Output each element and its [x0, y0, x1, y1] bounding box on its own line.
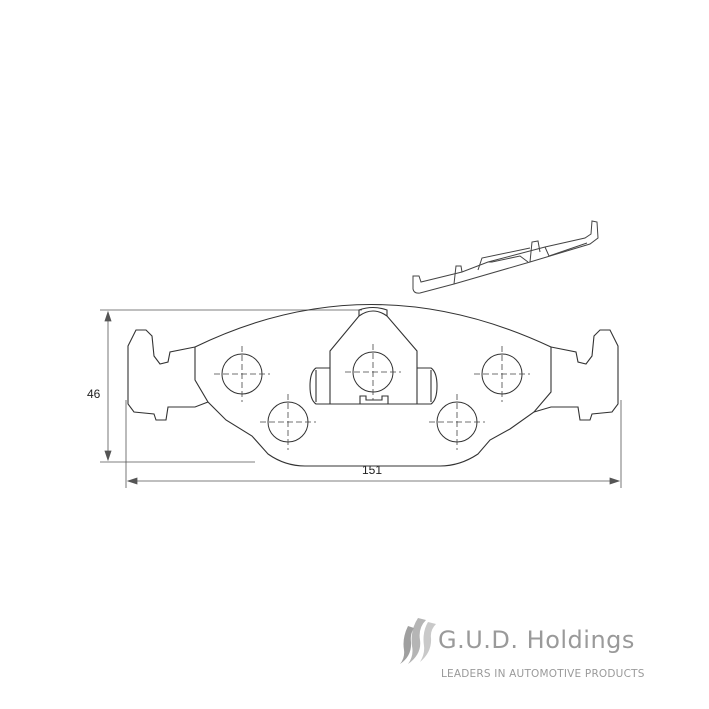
brake-pad-outline — [127, 303, 619, 467]
brand-name: G.U.D. Holdings — [438, 626, 635, 654]
height-dimension — [100, 309, 362, 463]
wave-emblem-icon — [400, 618, 436, 664]
height-dimension-label: 46 — [87, 387, 101, 401]
width-dimension-label: 151 — [362, 463, 382, 477]
gud-holdings-logo: G.U.D. Holdings LEADERS IN AUTOMOTIVE PR… — [398, 612, 688, 692]
width-dimension — [125, 400, 622, 488]
brand-tagline: LEADERS IN AUTOMOTIVE PRODUCTS — [441, 668, 645, 680]
rivet-holes — [221, 351, 523, 443]
hole-centerlines — [214, 344, 530, 450]
spring-clip — [412, 220, 599, 294]
